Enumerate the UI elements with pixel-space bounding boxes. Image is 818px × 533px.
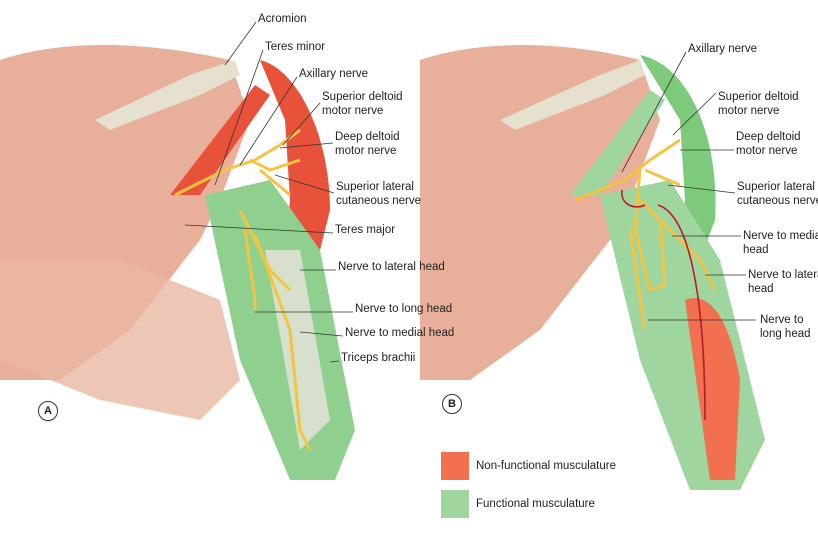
label-teres-major: Teres major: [335, 224, 396, 236]
label-line: motor nerve: [335, 145, 397, 157]
label-line: Superior deltoid: [322, 91, 403, 103]
transfer-arrows: [621, 189, 706, 421]
panel-b-illustration: [420, 45, 765, 490]
label-superior-lateral-a: Superior lateral cutaneous nerve: [336, 180, 421, 208]
back-muscles-b: [420, 45, 660, 380]
label-nerve-lateral-head-a: Nerve to lateral head: [338, 261, 445, 273]
label-line: Nerve to lateral: [748, 269, 818, 281]
label-triceps-brachii: Triceps brachii: [341, 352, 416, 364]
label-line: cutaneous nerve: [336, 195, 422, 207]
label-line: Superior lateral: [737, 181, 815, 193]
label-axillary-nerve-b: Axillary nerve: [688, 43, 758, 55]
label-deep-deltoid-a: Deep deltoid motor nerve: [335, 130, 400, 158]
label-superior-lateral-b: Superior lateral cutaneous nerve: [737, 180, 818, 208]
label-line: Nerve to medial: [743, 230, 818, 242]
label-nerve-long-b: Nerve to long head: [760, 313, 811, 341]
legend-swatch-functional: [441, 490, 469, 518]
nerves-b: [574, 138, 717, 331]
scapula-spine-b: [500, 60, 645, 130]
label-line: cutaneous nerve: [737, 195, 818, 207]
legend-swatch-nonfunctional: [441, 452, 469, 480]
label-deep-deltoid-b: Deep deltoid motor nerve: [736, 130, 801, 158]
teres-minor-b: [570, 90, 665, 195]
panel-a-illustration: [0, 21, 355, 480]
leader-lines-b: [621, 51, 756, 321]
deltoid-a: [260, 60, 330, 250]
label-acromion: Acromion: [258, 13, 307, 25]
label-line: Superior deltoid: [718, 91, 799, 103]
label-nerve-long-head-a: Nerve to long head: [355, 303, 453, 315]
deltoid-b: [640, 55, 716, 260]
nerves-a: [174, 128, 312, 451]
label-nerve-medial-b: Nerve to medial head: [743, 229, 818, 257]
label-line: motor nerve: [718, 105, 780, 117]
label-line: motor nerve: [322, 105, 384, 117]
label-axillary-nerve-a: Axillary nerve: [299, 68, 369, 80]
label-teres-minor: Teres minor: [265, 41, 326, 53]
label-line: Deep deltoid: [736, 131, 801, 143]
leader-lines-a: [184, 21, 353, 363]
legend-label-functional: Functional musculature: [476, 498, 595, 510]
legend-label-nonfunctional: Non-functional musculature: [476, 460, 616, 472]
label-line: head: [748, 283, 774, 295]
label-line: Deep deltoid: [335, 131, 400, 143]
label-line: head: [743, 244, 769, 256]
panel-a-marker: A: [38, 401, 58, 421]
panel-b-marker: B: [442, 394, 462, 414]
label-line: motor nerve: [736, 145, 798, 157]
label-nerve-medial-head-a: Nerve to medial head: [345, 327, 455, 339]
triceps-tendon-a: [265, 250, 330, 450]
scapula-spine-a: [95, 60, 240, 130]
label-line: Superior lateral: [336, 181, 414, 193]
label-line: long head: [760, 328, 811, 340]
chest-muscles-a: [0, 260, 240, 420]
label-line: Nerve to: [760, 314, 804, 326]
label-nerve-lateral-b: Nerve to lateral head: [748, 268, 818, 296]
teres-minor-a: [170, 85, 270, 195]
triceps-b: [600, 180, 765, 490]
label-superior-deltoid-a: Superior deltoid motor nerve: [322, 90, 403, 118]
label-superior-deltoid-b: Superior deltoid motor nerve: [718, 90, 799, 118]
nonfunctional-head-b: [685, 298, 740, 480]
